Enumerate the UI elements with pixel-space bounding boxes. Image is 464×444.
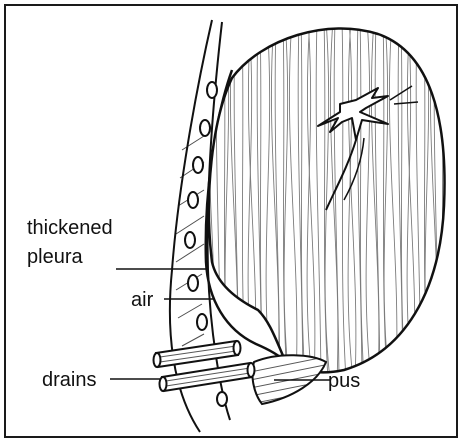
label-air: air — [131, 289, 153, 311]
lung-texture-stroke — [448, 20, 453, 380]
label-thickened: thickened — [27, 217, 113, 239]
drain-tube-lower — [160, 363, 255, 391]
drain-tube-upper — [154, 341, 241, 367]
label-pus: pus — [328, 370, 360, 392]
label-drains: drains — [42, 369, 96, 391]
label-pleura: pleura — [27, 246, 83, 268]
drain-tubes — [154, 341, 255, 391]
